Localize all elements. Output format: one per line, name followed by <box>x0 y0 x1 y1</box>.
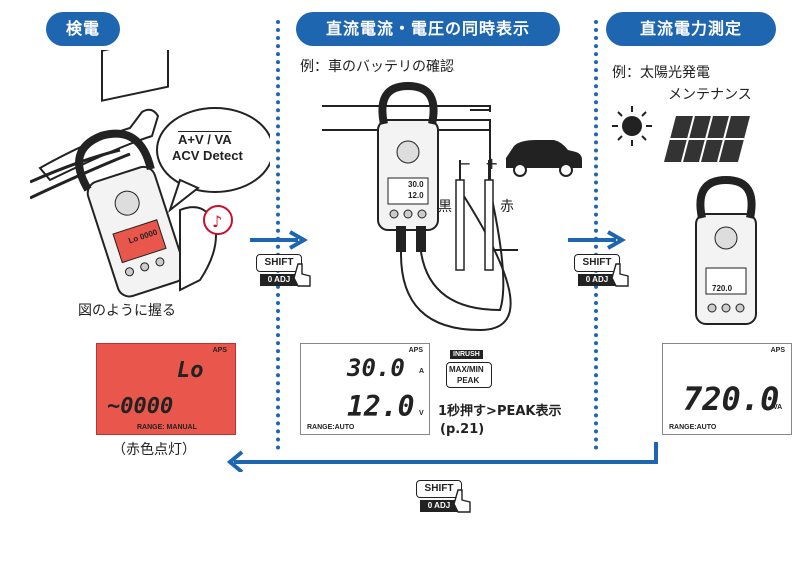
shift-label: SHIFT <box>574 254 620 272</box>
finger-icon <box>293 263 311 287</box>
right-example-line1: 例：太陽光発電 <box>612 65 710 81</box>
lcd-power-value: 720.0 <box>683 380 780 418</box>
middle-lcd: APS 30.0 A 12.0 V RANGE:AUTO <box>300 343 430 435</box>
zero-adj-label: 0 ADJ <box>420 500 458 512</box>
lcd-voltage-unit: V <box>419 410 424 417</box>
lcd-zero-value: ~0000 <box>107 394 174 419</box>
header-detect: 検電 <box>46 12 120 46</box>
right-meter-lcd: 720.0 <box>712 284 733 293</box>
inrush-label: INRUSH <box>450 350 483 359</box>
page-reference: (p.21) <box>440 422 485 437</box>
lcd-aps-label: APS <box>212 347 227 354</box>
right-lcd: APS 720.0 VA RANGE:AUTO <box>662 343 792 435</box>
arrow-right-2 <box>568 230 626 250</box>
zero-adj-label: 0 ADJ <box>578 274 616 286</box>
battery-illustration <box>322 81 582 332</box>
return-arrow <box>226 442 658 472</box>
lcd-range-label: RANGE:AUTO <box>307 424 355 431</box>
svg-text:♪: ♪ <box>212 212 222 231</box>
bubble-label-line1: A+V / VA <box>178 132 232 147</box>
header-dc-simultaneous: 直流電流・電圧の同時表示 <box>296 12 560 46</box>
lcd-aps-label: APS <box>408 347 423 354</box>
header-dc-power: 直流電力測定 <box>606 12 776 46</box>
polarity-minus: − <box>458 154 472 173</box>
left-red-lcd: APS Lo ~0000 RANGE: MANUAL <box>96 343 236 435</box>
grip-caption: 図のように握る <box>78 303 176 319</box>
right-example-line2: メンテナンス <box>668 87 752 103</box>
lcd-current-value: 30.0 <box>347 354 405 382</box>
separator-right <box>594 20 598 450</box>
solar-illustration <box>612 106 757 325</box>
shift-button-2[interactable]: SHIFT 0 ADJ <box>574 254 629 288</box>
red-lcd-caption: （赤色点灯） <box>112 442 196 458</box>
lcd-voltage-value: 12.0 <box>347 390 415 423</box>
shift-button-3[interactable]: SHIFT 0 ADJ <box>416 480 471 514</box>
shift-button-1[interactable]: SHIFT 0 ADJ <box>256 254 311 288</box>
finger-icon <box>611 263 629 287</box>
lcd-current-unit: A <box>419 368 425 375</box>
lcd-lo-value: Lo <box>177 358 204 383</box>
shift-label: SHIFT <box>256 254 302 272</box>
lcd-aps-label: APS <box>770 347 785 354</box>
arrow-right-1 <box>250 230 308 250</box>
black-lead-label: 黒 <box>438 199 452 215</box>
inrush-button[interactable]: INRUSH MAX/MIN PEAK <box>446 350 506 390</box>
middle-example: 例：車のバッテリの確認 <box>300 59 454 75</box>
finger-icon <box>453 489 471 513</box>
middle-meter-lcd-bottom: 12.0 <box>408 191 424 200</box>
shift-label: SHIFT <box>416 480 462 498</box>
lcd-range-label: RANGE: MANUAL <box>137 424 197 431</box>
peak-note: 1秒押す>PEAK表示 <box>438 404 562 419</box>
lcd-power-unit: VA <box>773 404 783 411</box>
lcd-range-label: RANGE:AUTO <box>669 424 717 431</box>
maxmin-peak-key: MAX/MIN PEAK <box>446 362 492 388</box>
maxmin-label: MAX/MIN <box>449 365 484 374</box>
separator-left <box>276 20 280 450</box>
peak-label: PEAK <box>457 376 480 385</box>
bubble-label-line2: ACV Detect <box>172 148 243 163</box>
polarity-plus: + <box>485 154 499 173</box>
detect-illustration: ♪ <box>30 50 270 298</box>
red-lead-label: 赤 <box>500 199 514 215</box>
middle-meter-lcd-top: 30.0 <box>408 180 424 189</box>
zero-adj-label: 0 ADJ <box>260 274 298 286</box>
